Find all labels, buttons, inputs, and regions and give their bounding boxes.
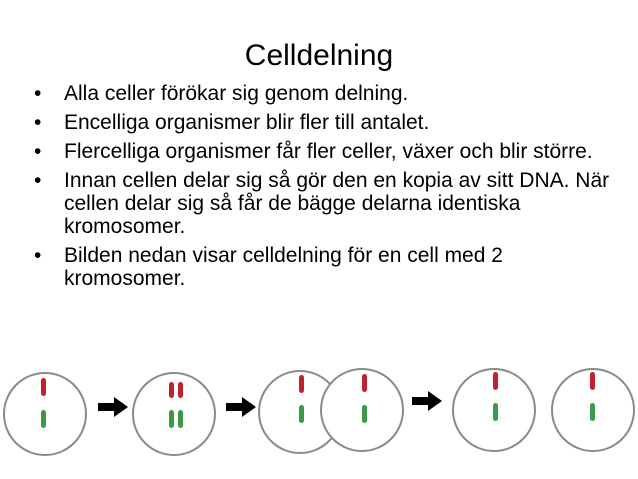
duplicated-cell: [132, 372, 216, 456]
bullet-item: Innan cellen delar sig så gör den en kop…: [30, 169, 620, 238]
slide-title: Celldelning: [244, 39, 394, 72]
bullet-item: Alla celler förökar sig genom delning.: [30, 82, 620, 105]
bullet-item: Bilden nedan visar celldelning för en ce…: [30, 244, 620, 290]
chromosome-red: [299, 375, 304, 393]
chromosome-green: [299, 405, 304, 423]
chromosome-green: [362, 405, 367, 423]
daughter-cell-2: [551, 368, 635, 452]
right-arrow-icon: [412, 391, 442, 411]
chromosome-green: [41, 410, 46, 428]
chromosome-red: [590, 372, 595, 390]
chromosome-red: [362, 374, 367, 392]
daughter-cell-1: [452, 368, 536, 452]
bullet-item: Flercelliga organismer får fler celler, …: [30, 140, 620, 163]
bullet-item: Encelliga organismer blir fler till anta…: [30, 111, 620, 134]
chromosome-red: [493, 372, 498, 390]
cell-division-diagram: [3, 368, 635, 456]
chromosome-green: [590, 403, 595, 421]
chromosome-red: [178, 382, 183, 398]
chromosome-green: [493, 403, 498, 421]
dividing-cell: [258, 368, 404, 454]
bullet-list: Alla celler förökar sig genom delning. E…: [30, 82, 620, 296]
chromosome-red: [169, 382, 174, 398]
right-arrow-icon: [98, 397, 128, 417]
single-cell: [3, 372, 87, 456]
chromosome-red: [41, 378, 46, 396]
chromosome-green: [169, 410, 174, 428]
right-arrow-icon: [226, 397, 256, 417]
chromosome-green: [178, 410, 183, 428]
